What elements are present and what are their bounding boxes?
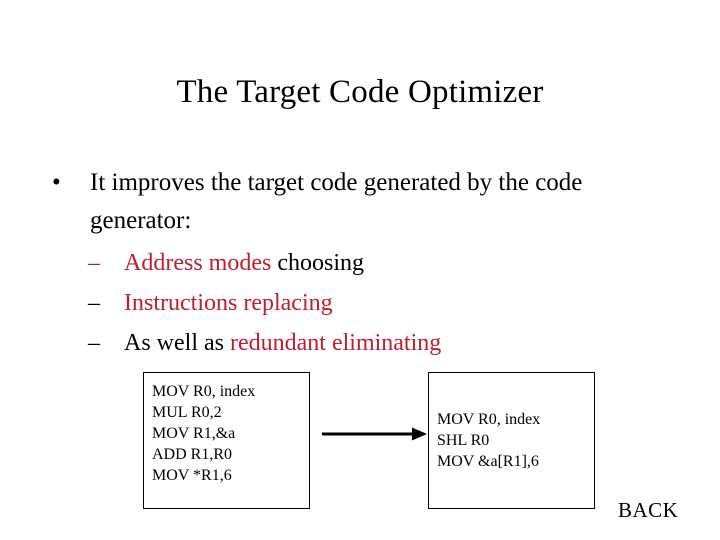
code-line: MOV &a[R1],6 xyxy=(437,453,539,470)
code-line: ADD R1,R0 xyxy=(152,446,233,463)
back-button[interactable]: BACK xyxy=(618,498,679,522)
code-line: SHL R0 xyxy=(437,432,490,449)
page-title: The Target Code Optimizer xyxy=(176,74,544,110)
code-line: MOV R1,&a xyxy=(152,425,236,442)
code-line: MUL R0,2 xyxy=(152,404,222,421)
main-bullet: • It improves the target code generated … xyxy=(52,164,676,240)
sub-bullet-dash-icon: – xyxy=(88,250,100,276)
right-arrow-icon xyxy=(322,427,427,441)
sub-bullet-text-emphasis: Address modes xyxy=(124,250,278,276)
sub-bullet-text-plain: As well as xyxy=(124,330,230,356)
bullet-marker-icon: • xyxy=(52,169,61,196)
code-box-unoptimized: MOV R0, index MUL R0,2 MOV R1,&a ADD R1,… xyxy=(143,372,310,509)
sub-bullet-dash-icon: – xyxy=(88,290,100,316)
code-box-optimized: MOV R0, index SHL R0 MOV &a[R1],6 xyxy=(428,372,595,509)
list-item: – Address modes choosing xyxy=(88,246,648,286)
main-bullet-text: It improves the target code generated by… xyxy=(90,169,583,234)
sub-bullet-text-emphasis: Instructions replacing xyxy=(124,290,333,316)
code-line: MOV R0, index xyxy=(437,411,541,428)
list-item: – As well as redundant eliminating xyxy=(88,326,648,366)
sub-bullet-text-emphasis: redundant eliminating xyxy=(229,330,442,356)
code-line: MOV *R1,6 xyxy=(152,467,232,484)
sub-bullet-text-plain: choosing xyxy=(277,250,364,276)
code-line-list: MOV R0, index MUL R0,2 MOV R1,&a ADD R1,… xyxy=(152,381,309,486)
code-line-list: MOV R0, index SHL R0 MOV &a[R1],6 xyxy=(437,409,540,472)
sub-bullet-dash-icon: – xyxy=(88,330,100,356)
sub-bullet-list: – Address modes choosing – Instructions … xyxy=(88,246,648,366)
code-line: MOV R0, index xyxy=(152,383,256,400)
list-item: – Instructions replacing xyxy=(88,286,648,326)
